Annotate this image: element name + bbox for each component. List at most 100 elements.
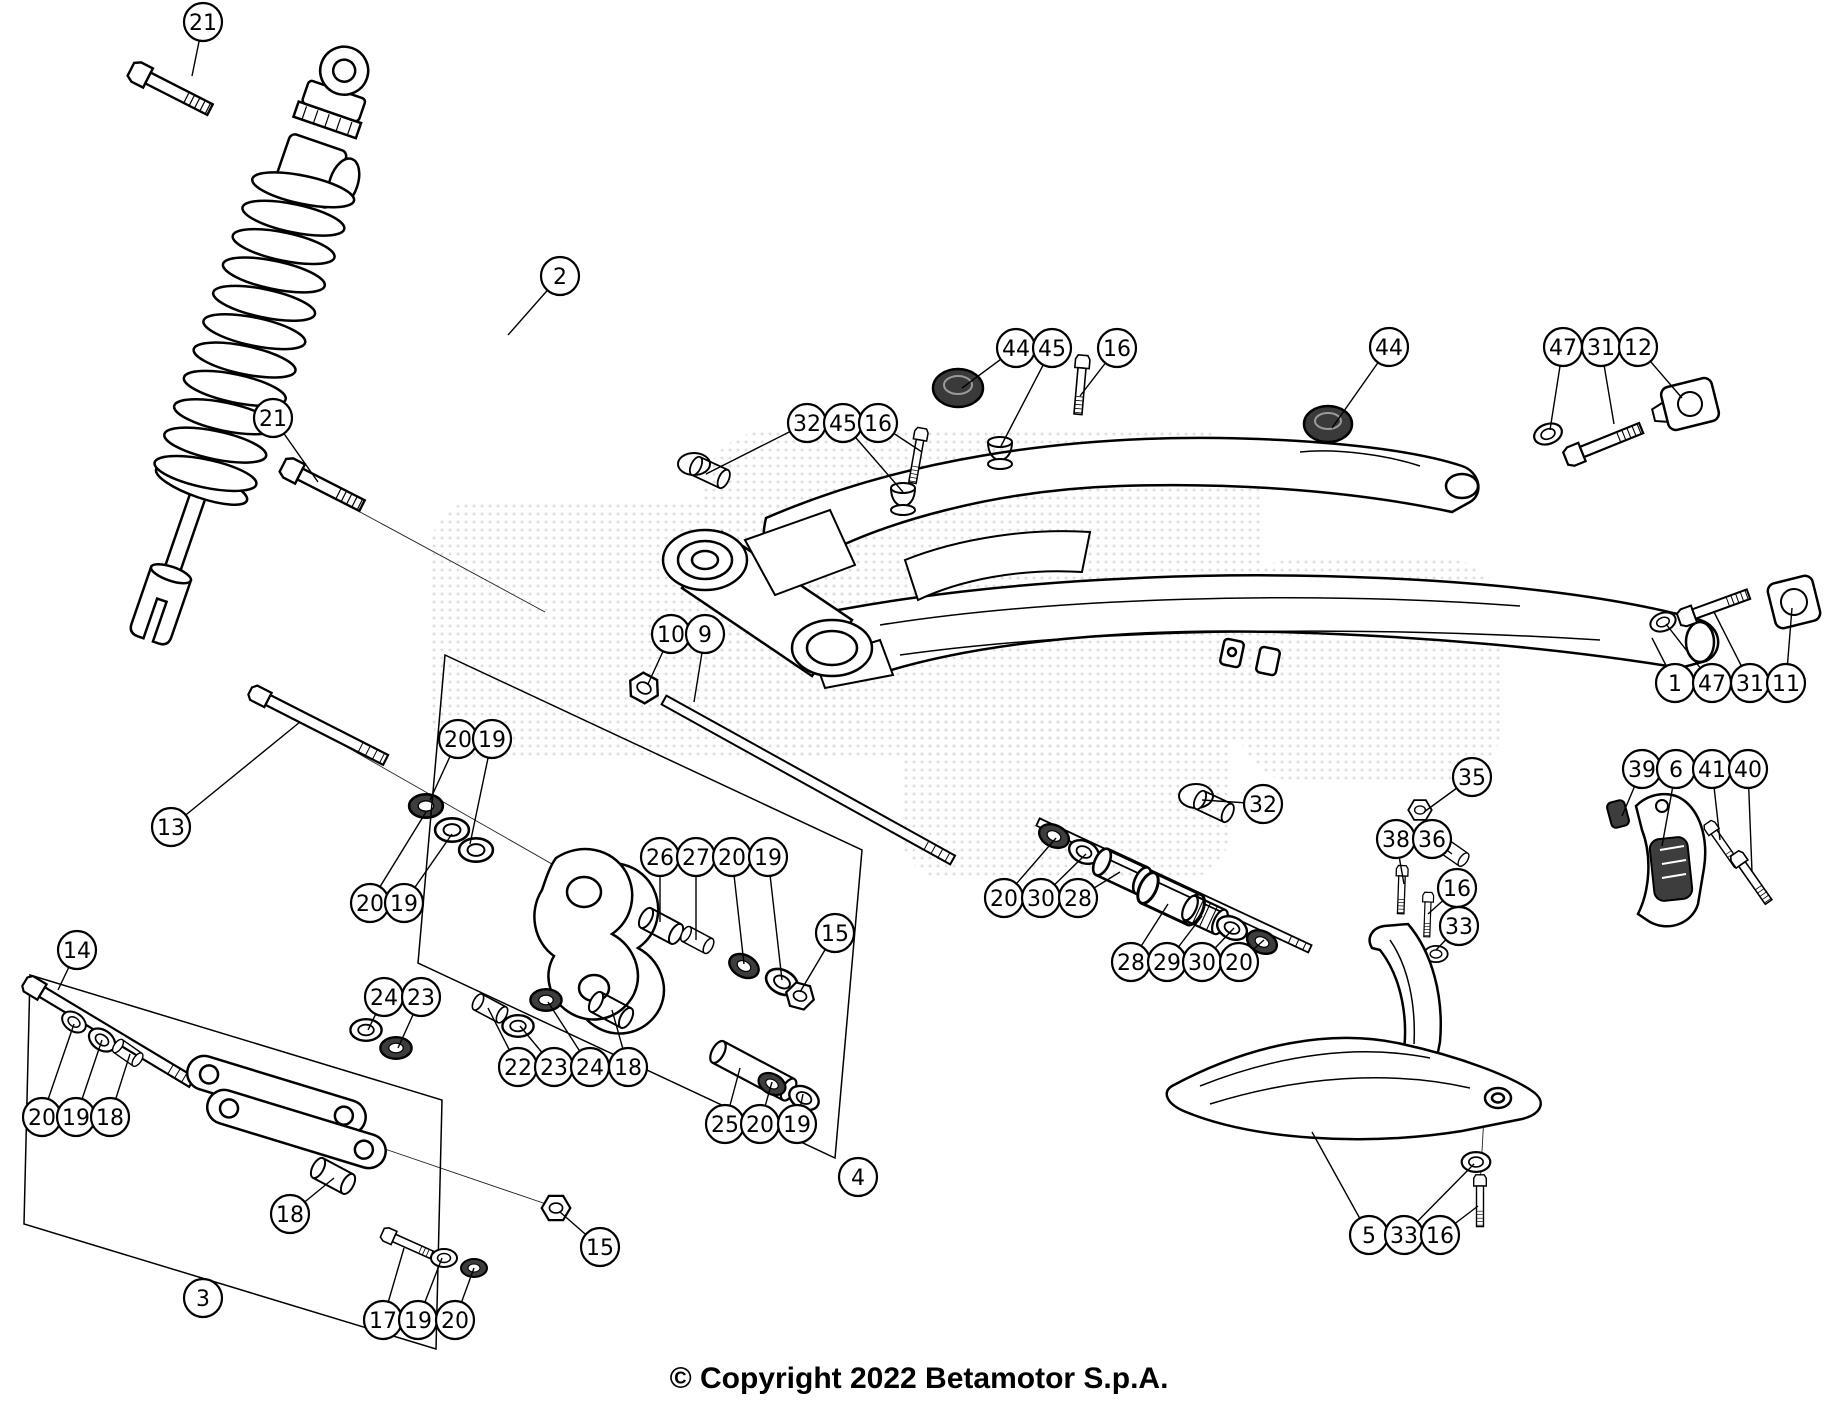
callout-1: 1 <box>1654 662 1696 704</box>
svg-text:19: 19 <box>390 892 418 917</box>
callout-44: 44 <box>995 327 1037 369</box>
callout-18: 18 <box>269 1193 311 1235</box>
callout-16: 16 <box>1419 1214 1461 1256</box>
lower-link-group-box <box>23 973 443 1351</box>
svg-text:6: 6 <box>1669 758 1683 783</box>
callout-18: 18 <box>607 1046 649 1088</box>
callout-30: 30 <box>1020 877 1062 919</box>
svg-text:30: 30 <box>1188 951 1216 976</box>
svg-text:19: 19 <box>754 846 782 871</box>
callout-23: 23 <box>533 1046 575 1088</box>
svg-text:32: 32 <box>793 412 821 437</box>
svg-text:29: 29 <box>1153 951 1181 976</box>
callout-20: 20 <box>349 882 391 924</box>
svg-text:20: 20 <box>441 1309 469 1334</box>
bearing-cap-right <box>1302 404 1354 444</box>
callout-5: 5 <box>1348 1214 1390 1256</box>
callout-19: 19 <box>397 1299 439 1341</box>
svg-text:3: 3 <box>196 1287 210 1312</box>
callout-18: 18 <box>89 1096 131 1138</box>
svg-text:36: 36 <box>1418 828 1446 853</box>
callout-47: 47 <box>1691 662 1733 704</box>
svg-text:26: 26 <box>646 846 674 871</box>
callout-16: 16 <box>1436 867 1478 909</box>
callout-27: 27 <box>675 836 717 878</box>
svg-text:30: 30 <box>1027 887 1055 912</box>
svg-text:14: 14 <box>63 939 91 964</box>
shock-mount-bolt-top <box>124 58 217 121</box>
shock-absorber <box>129 45 370 646</box>
svg-text:20: 20 <box>718 846 746 871</box>
callout-35: 35 <box>1451 756 1493 798</box>
svg-text:23: 23 <box>407 986 435 1011</box>
svg-text:19: 19 <box>478 728 506 753</box>
swingarm-axle-assembly <box>1034 817 1313 960</box>
svg-text:20: 20 <box>28 1106 56 1131</box>
svg-text:16: 16 <box>1443 877 1471 902</box>
svg-text:33: 33 <box>1445 915 1473 940</box>
svg-text:20: 20 <box>746 1113 774 1138</box>
callout-11: 11 <box>1765 662 1807 704</box>
svg-text:27: 27 <box>682 846 710 871</box>
seal-and-bearing-rings <box>407 792 495 864</box>
callout-14: 14 <box>56 929 98 971</box>
callout-45: 45 <box>1031 327 1073 369</box>
svg-text:24: 24 <box>576 1056 604 1081</box>
svg-text:16: 16 <box>864 412 892 437</box>
callout-15: 15 <box>579 1226 621 1268</box>
callout-40: 40 <box>1727 748 1769 790</box>
callout-44: 44 <box>1368 326 1410 368</box>
svg-text:21: 21 <box>189 11 217 36</box>
svg-text:13: 13 <box>157 816 185 841</box>
chain-slider <box>1165 922 1542 1141</box>
svg-text:47: 47 <box>1698 672 1726 697</box>
callout-10: 10 <box>650 613 692 655</box>
callout-28: 28 <box>1057 877 1099 919</box>
callout-16: 16 <box>857 402 899 444</box>
svg-text:15: 15 <box>586 1236 614 1261</box>
callout-32: 32 <box>1242 783 1284 825</box>
callout-26: 26 <box>639 836 681 878</box>
callout-28: 28 <box>1110 941 1152 983</box>
callout-39: 39 <box>1621 748 1663 790</box>
callout-20: 20 <box>983 877 1025 919</box>
svg-text:1: 1 <box>1668 672 1682 697</box>
svg-text:45: 45 <box>829 412 857 437</box>
callout-32: 32 <box>786 402 828 444</box>
callout-38: 38 <box>1375 818 1417 860</box>
svg-text:40: 40 <box>1734 758 1762 783</box>
svg-text:18: 18 <box>614 1056 642 1081</box>
pivot-bushing-left <box>677 452 734 491</box>
callout-25: 25 <box>704 1103 746 1145</box>
svg-text:19: 19 <box>783 1113 811 1138</box>
svg-text:19: 19 <box>62 1106 90 1131</box>
svg-text:15: 15 <box>821 922 849 947</box>
callout-24: 24 <box>363 976 405 1018</box>
copyright-text: © Copyright 2022 Betamotor S.p.A. <box>669 1362 1169 1395</box>
lower-link-assembly <box>21 974 572 1278</box>
svg-text:44: 44 <box>1002 337 1030 362</box>
svg-text:11: 11 <box>1772 672 1800 697</box>
svg-text:9: 9 <box>698 623 712 648</box>
svg-text:24: 24 <box>370 986 398 1011</box>
callout-41: 41 <box>1691 748 1733 790</box>
callout-6: 6 <box>1655 748 1697 790</box>
svg-text:10: 10 <box>657 623 685 648</box>
rocker-pivot-bolt <box>247 684 390 767</box>
callout-30: 30 <box>1181 941 1223 983</box>
pivot-bushing-right <box>1178 783 1238 825</box>
swingarm <box>661 436 1720 690</box>
leader-line-19 <box>767 856 783 981</box>
svg-text:41: 41 <box>1698 758 1726 783</box>
callout-33: 33 <box>1383 1214 1425 1256</box>
callout-20: 20 <box>434 1299 476 1341</box>
svg-text:12: 12 <box>1624 336 1652 361</box>
svg-text:19: 19 <box>404 1309 432 1334</box>
callout-31: 31 <box>1729 662 1771 704</box>
svg-text:47: 47 <box>1549 336 1577 361</box>
callout-36: 36 <box>1411 818 1453 860</box>
svg-text:21: 21 <box>259 407 287 432</box>
